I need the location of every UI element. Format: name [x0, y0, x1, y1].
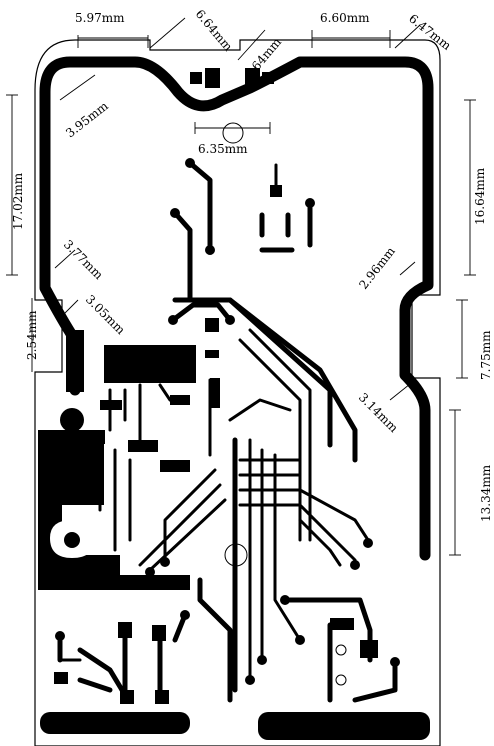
dimension-lines	[6, 17, 476, 556]
dim-top-left-slope: 6.64mm	[193, 7, 236, 54]
mounting-hole-top	[222, 122, 244, 144]
pour-void-1	[60, 408, 84, 432]
signal-traces	[57, 160, 398, 703]
bottom-left-pad	[40, 712, 190, 734]
pour-void-3	[64, 532, 80, 548]
dim-top-right-width: 6.60mm	[320, 11, 370, 25]
top-component-right	[245, 68, 260, 88]
dim-notch-width: 6.35mm	[198, 142, 248, 156]
left-ground-pour	[38, 430, 190, 590]
dim-left-step: 2.54mm	[25, 310, 39, 360]
component-pads	[54, 378, 378, 704]
antenna-strip	[66, 330, 84, 392]
dim-right-step: 7.75mm	[479, 330, 493, 380]
bottom-right-pad	[258, 712, 430, 740]
dim-right-height: 16.64mm	[473, 167, 487, 225]
dim-top-left-width: 5.97mm	[75, 11, 125, 25]
top-component-left	[205, 68, 220, 88]
top-component-pad-b	[262, 72, 274, 84]
dim-left-height: 17.02mm	[11, 172, 25, 230]
pad-hole-2	[335, 674, 347, 686]
upper-ground-pour	[104, 345, 196, 383]
vias	[55, 158, 400, 685]
board-outline	[34, 39, 441, 746]
top-component-pad-a	[190, 72, 202, 84]
pad-hole-1	[335, 644, 347, 656]
dim-right-lower-height: 13.34mm	[479, 464, 493, 522]
